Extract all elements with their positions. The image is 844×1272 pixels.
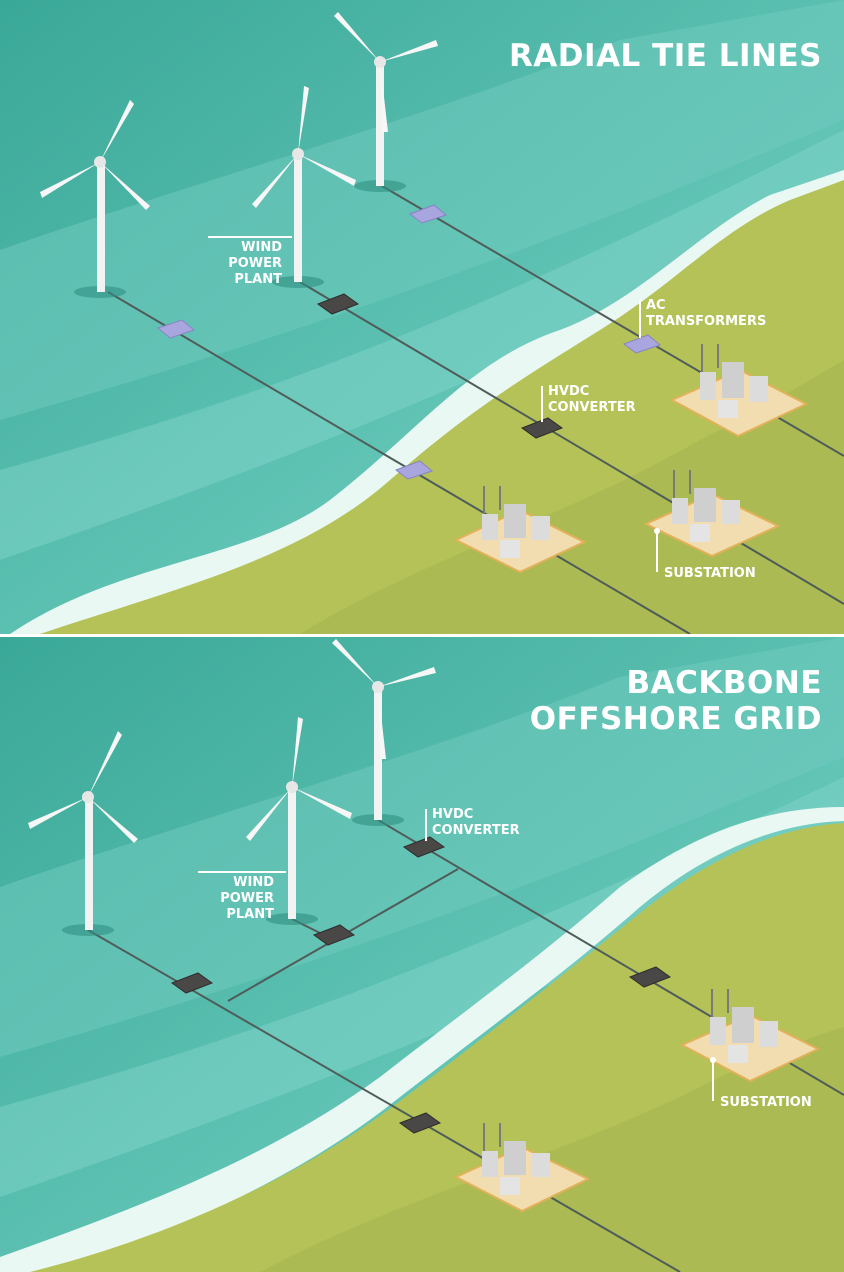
wind-turbine (28, 731, 138, 936)
backbone-offshore-grid-panel: BACKBONE OFFSHORE GRID HVDC CONVERTER WI… (0, 637, 844, 1272)
wind-turbine (246, 717, 352, 925)
land-shade (300, 360, 844, 634)
label-line: AC (646, 298, 666, 313)
label-leader (639, 300, 641, 338)
radial-tie-lines-panel: RADIAL TIE LINES WIND POWER PLANT AC TRA… (0, 0, 844, 634)
wind-power-plant-label: WIND POWER PLANT (188, 875, 274, 923)
backbone-scene (0, 637, 844, 1272)
label-line: HVDC (548, 384, 590, 399)
hvdc-converter (316, 293, 564, 439)
panel-title: BACKBONE OFFSHORE GRID (530, 665, 822, 737)
substation-label: SUBSTATION (664, 566, 756, 581)
wind-turbine (334, 12, 438, 192)
substation (453, 1123, 591, 1213)
label-line: PLANT (234, 272, 282, 287)
hvdc-converter (170, 836, 672, 1134)
label-leader (208, 236, 292, 238)
ac-transformers-label: AC TRANSFORMERS (646, 298, 766, 330)
wind-turbine (40, 100, 150, 298)
land-shade (260, 1027, 844, 1272)
substation (643, 470, 781, 558)
wind-power-plant-label: WIND POWER PLANT (196, 240, 282, 288)
wind-turbine (252, 86, 356, 288)
label-line: POWER (220, 891, 274, 906)
substation (679, 989, 821, 1083)
label-line: WIND (233, 875, 274, 890)
panel-title: RADIAL TIE LINES (508, 38, 822, 74)
label-line: WIND (241, 240, 282, 255)
substation (453, 486, 587, 574)
substation (669, 344, 809, 438)
panel-divider (0, 634, 844, 637)
label-line: PLANT (226, 907, 274, 922)
label-line: POWER (228, 256, 282, 271)
label-leader (198, 871, 286, 873)
label-leader-dot (654, 528, 660, 534)
label-line: TRANSFORMERS (646, 314, 767, 329)
label-leader (712, 1061, 714, 1101)
substation-label: SUBSTATION (720, 1095, 812, 1110)
label-leader (541, 386, 543, 422)
label-line: CONVERTER (432, 823, 520, 838)
label-leader (425, 809, 427, 841)
title-line: BACKBONE (626, 665, 822, 701)
hvdc-converter-label: HVDC CONVERTER (432, 807, 520, 839)
ac-transformer (156, 204, 662, 480)
wind-turbine (332, 639, 436, 826)
title-line: OFFSHORE GRID (529, 701, 822, 737)
sea-band (0, 130, 844, 560)
label-line: HVDC (432, 807, 474, 822)
label-leader-dot (710, 1057, 716, 1063)
label-line: CONVERTER (548, 400, 636, 415)
radial-scene (0, 0, 844, 634)
label-leader (656, 532, 658, 572)
hvdc-converter-label: HVDC CONVERTER (548, 384, 636, 416)
